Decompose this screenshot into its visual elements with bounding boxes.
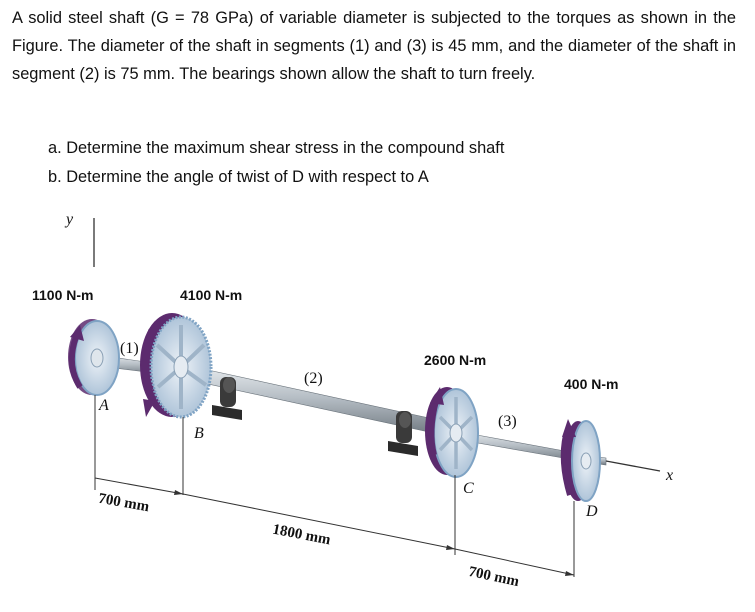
y-axis-label: y [66, 211, 74, 228]
x-axis-label: x [666, 467, 674, 484]
gear-a [68, 319, 120, 396]
x-axis-line [605, 460, 661, 472]
point-label-b: B [194, 425, 204, 442]
gear-d [560, 419, 601, 502]
torque-label-a: 1100 N-m [32, 287, 94, 303]
gear-b [140, 313, 213, 419]
torque-label-b: 4100 N-m [180, 287, 243, 303]
bearing-right [388, 411, 418, 456]
dimension-line-cd [454, 548, 575, 576]
question-a: a. Determine the maximum shear stress in… [48, 139, 505, 157]
torque-label-d: 400 N-m [564, 376, 619, 392]
question-list: a. Determine the maximum shear stress in… [48, 134, 504, 192]
question-b: b. Determine the angle of twist of D wit… [48, 168, 429, 186]
shaft-figure: y x 1100 N-m 4100 N-m 2600 N-m 400 N-m (… [0, 205, 755, 612]
segment-label-2: (2) [304, 370, 323, 387]
shaft-diagram [68, 218, 661, 577]
dimension-line-bc [182, 493, 456, 550]
point-label-d: D [586, 503, 598, 520]
segment-label-1: (1) [120, 340, 139, 357]
bearing-left [212, 377, 242, 420]
point-label-c: C [463, 480, 474, 497]
gear-c [425, 387, 479, 478]
segment-label-3: (3) [498, 413, 517, 430]
point-label-a: A [99, 397, 109, 414]
torque-label-c: 2600 N-m [424, 352, 487, 368]
problem-statement: A solid steel shaft (G = 78 GPa) of vari… [12, 9, 736, 83]
dimension-line-ab [94, 477, 184, 495]
